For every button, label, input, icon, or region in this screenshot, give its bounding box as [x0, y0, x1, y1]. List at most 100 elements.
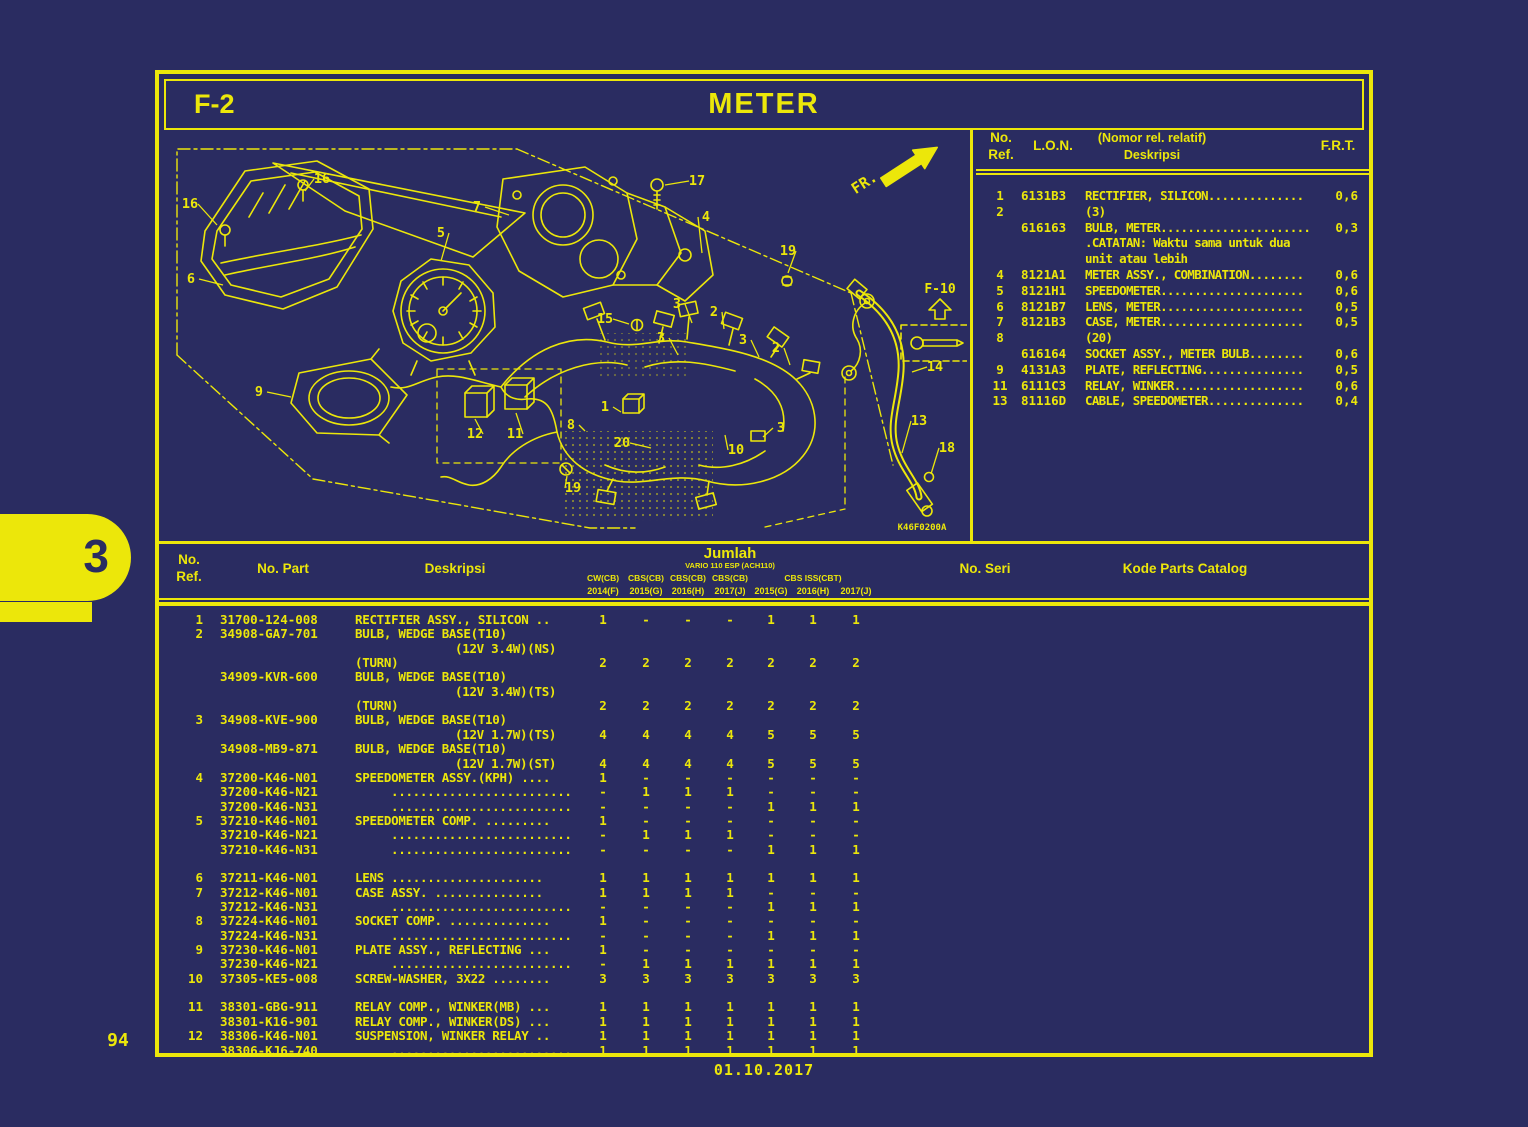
callout-number: 4	[702, 209, 710, 225]
col-header-jumlah: Jumlah	[703, 545, 757, 562]
part-qty: 1	[684, 956, 692, 972]
part-qty: 1	[767, 798, 775, 814]
part-qty: -	[599, 956, 607, 972]
lon-code: 81116D	[1021, 393, 1067, 409]
part-qty: 5	[809, 755, 817, 771]
part-qty: 4	[642, 755, 650, 771]
part-qty: 5	[767, 726, 775, 742]
part-deskripsi: .........................	[391, 841, 572, 857]
diagram-boundary	[176, 148, 894, 529]
part-deskripsi: SCREW-WASHER, 3X22 ........	[355, 970, 551, 986]
part-deskripsi: SUSPENSION, WINKER RELAY ..	[355, 1028, 551, 1044]
part-qty: -	[642, 913, 650, 929]
lon-header-frt: F.R.T.	[1320, 138, 1356, 153]
part-qty: 1	[809, 1013, 817, 1029]
lon-deskripsi: RELAY, WINKER...................	[1085, 377, 1304, 393]
part-ref-no: 6	[195, 870, 203, 886]
col-header-no-ref-2: Ref.	[176, 569, 202, 584]
part-qty: 1	[599, 884, 607, 900]
jumlah-year-label: 2016(H)	[671, 586, 705, 596]
part-qty: -	[684, 927, 692, 943]
part-qty: -	[767, 827, 775, 843]
part-qty: 3	[726, 970, 734, 986]
part-qty: 1	[599, 999, 607, 1015]
lon-frt-value: 0,6	[1335, 282, 1358, 298]
part-qty: 1	[809, 999, 817, 1015]
part-qty: 1	[599, 769, 607, 785]
part-qty: 1	[767, 927, 775, 943]
lon-ref-no: 4	[996, 267, 1004, 282]
parts-table-row: 37200-K46-N31.........................--…	[159, 798, 1369, 814]
part-qty: 1	[852, 841, 860, 857]
callout-leader-line	[474, 418, 484, 435]
part-deskripsi: .........................	[391, 827, 572, 843]
part-qty: 1	[684, 827, 692, 843]
callout-number: 3	[657, 330, 665, 346]
lon-deskripsi: (3)	[1085, 203, 1106, 219]
part-qty: 4	[684, 726, 692, 742]
part-qty: -	[767, 913, 775, 929]
lon-frt-value: 0,3	[1335, 219, 1358, 235]
part-qty: 2	[726, 655, 734, 671]
parts-table-row: 37210-K46-N31.........................--…	[159, 841, 1369, 857]
f10-label: F-10	[924, 282, 955, 297]
jumlah-year-label: 2014(F)	[587, 586, 619, 596]
part-qty: -	[599, 827, 607, 843]
part-qty: 1	[809, 927, 817, 943]
page-title: METER	[708, 88, 820, 120]
part-deskripsi: (12V 3.4W)(NS)	[455, 640, 557, 656]
speedometer-cable-part	[841, 278, 935, 517]
parts-table-row: 37212-K46-N31.........................--…	[159, 899, 1369, 914]
callout-leader-line	[484, 206, 510, 216]
parts-table-row: 37200-K46-N21.........................-1…	[159, 784, 1369, 799]
part-ref-no: 4	[195, 769, 203, 785]
part-qty: -	[852, 942, 860, 958]
part-qty: -	[642, 927, 650, 943]
part-deskripsi: RECTIFIER ASSY., SILICON ..	[355, 612, 551, 627]
part-number: 37200-K46-N31	[220, 798, 318, 814]
part-qty: -	[852, 913, 860, 929]
part-qty: 4	[599, 726, 607, 742]
part-qty: 4	[642, 726, 650, 742]
part-qty: 1	[599, 913, 607, 929]
part-number: 37200-K46-N01	[220, 769, 318, 785]
part-qty: 1	[599, 1042, 607, 1058]
lon-code: 8121B3	[1021, 314, 1067, 330]
lon-deskripsi: (20)	[1085, 330, 1113, 346]
part-qty: 3	[852, 970, 860, 986]
callout-leader-line	[783, 347, 791, 366]
callout-leader-line	[564, 475, 568, 489]
part-number: 37224-K46-N01	[220, 913, 318, 929]
part-qty: -	[809, 769, 817, 785]
part-qty: 2	[599, 655, 607, 671]
callout-leader-line	[304, 178, 315, 192]
part-number: 37305-KE5-008	[220, 970, 318, 986]
part-ref-no: 10	[187, 970, 203, 986]
jumlah-model-label: CBS(CB)	[670, 573, 706, 583]
part-qty: 1	[642, 1028, 650, 1044]
part-number: 37212-K46-N31	[220, 899, 318, 914]
jumlah-model-label: CBS ISS(CBT)	[784, 573, 842, 583]
header-rule	[159, 598, 1369, 600]
part-number: 37210-K46-N01	[220, 812, 318, 828]
callout-leader-line	[198, 278, 224, 286]
lon-code: 8121H1	[1021, 282, 1067, 298]
jumlah-year-label: 2015(G)	[754, 586, 788, 596]
part-qty: -	[684, 899, 692, 914]
part-qty: -	[852, 827, 860, 843]
lon-frt-value: 0,5	[1335, 314, 1358, 330]
part-qty: 1	[852, 1042, 860, 1058]
part-qty: -	[684, 769, 692, 785]
part-qty: 4	[726, 726, 734, 742]
callout-leader-line	[664, 180, 690, 186]
part-qty: 2	[726, 698, 734, 714]
callout-number: 8	[567, 417, 575, 433]
part-qty: 1	[726, 999, 734, 1015]
